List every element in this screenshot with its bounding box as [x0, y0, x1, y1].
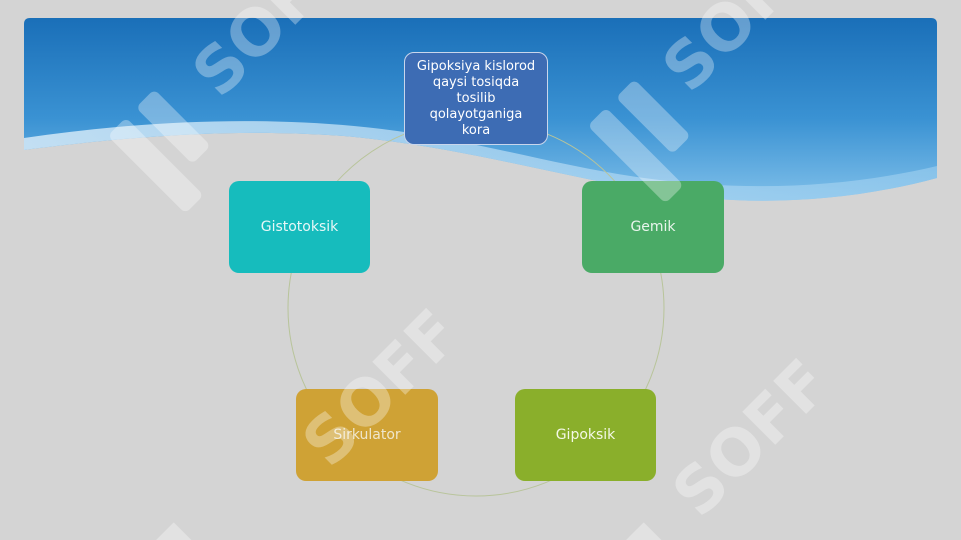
diagram-node-sirkulator: Sirkulator — [296, 389, 438, 481]
diagram-node-label: Gistotoksik — [260, 219, 339, 235]
diagram-node-gipoksik: Gipoksik — [515, 389, 656, 481]
diagram-node-gistotoksik: Gistotoksik — [229, 181, 370, 273]
diagram-node-label: Gipoksik — [555, 427, 616, 443]
diagram-top-node: Gipoksiya kislorod qaysi tosiqda tosilib… — [404, 52, 548, 145]
diagram-node-gemik: Gemik — [582, 181, 724, 273]
diagram-node-label: Gemik — [630, 219, 676, 235]
diagram-node-label: Sirkulator — [333, 427, 401, 443]
diagram-top-node-label: Gipoksiya kislorod qaysi tosiqda tosilib… — [416, 58, 536, 138]
